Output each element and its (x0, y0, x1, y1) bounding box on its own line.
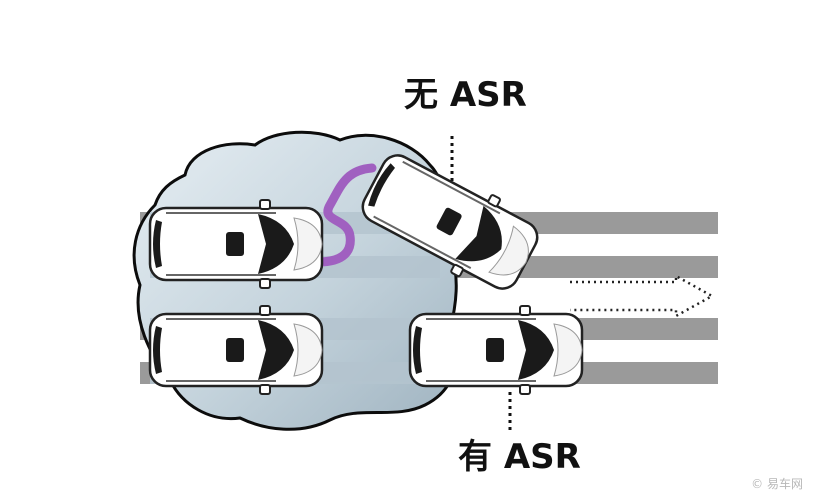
car-with-asr-straight (408, 304, 584, 396)
skid-trail (313, 163, 377, 267)
dotted-right-arrow-icon (570, 273, 715, 319)
car-without-asr-start (148, 198, 324, 290)
car-with-asr-start (148, 304, 324, 396)
label-without-asr: 无 ASR (404, 75, 527, 115)
label-with-asr: 有 ASR (458, 437, 581, 477)
watermark: © 易车网 (751, 477, 803, 491)
